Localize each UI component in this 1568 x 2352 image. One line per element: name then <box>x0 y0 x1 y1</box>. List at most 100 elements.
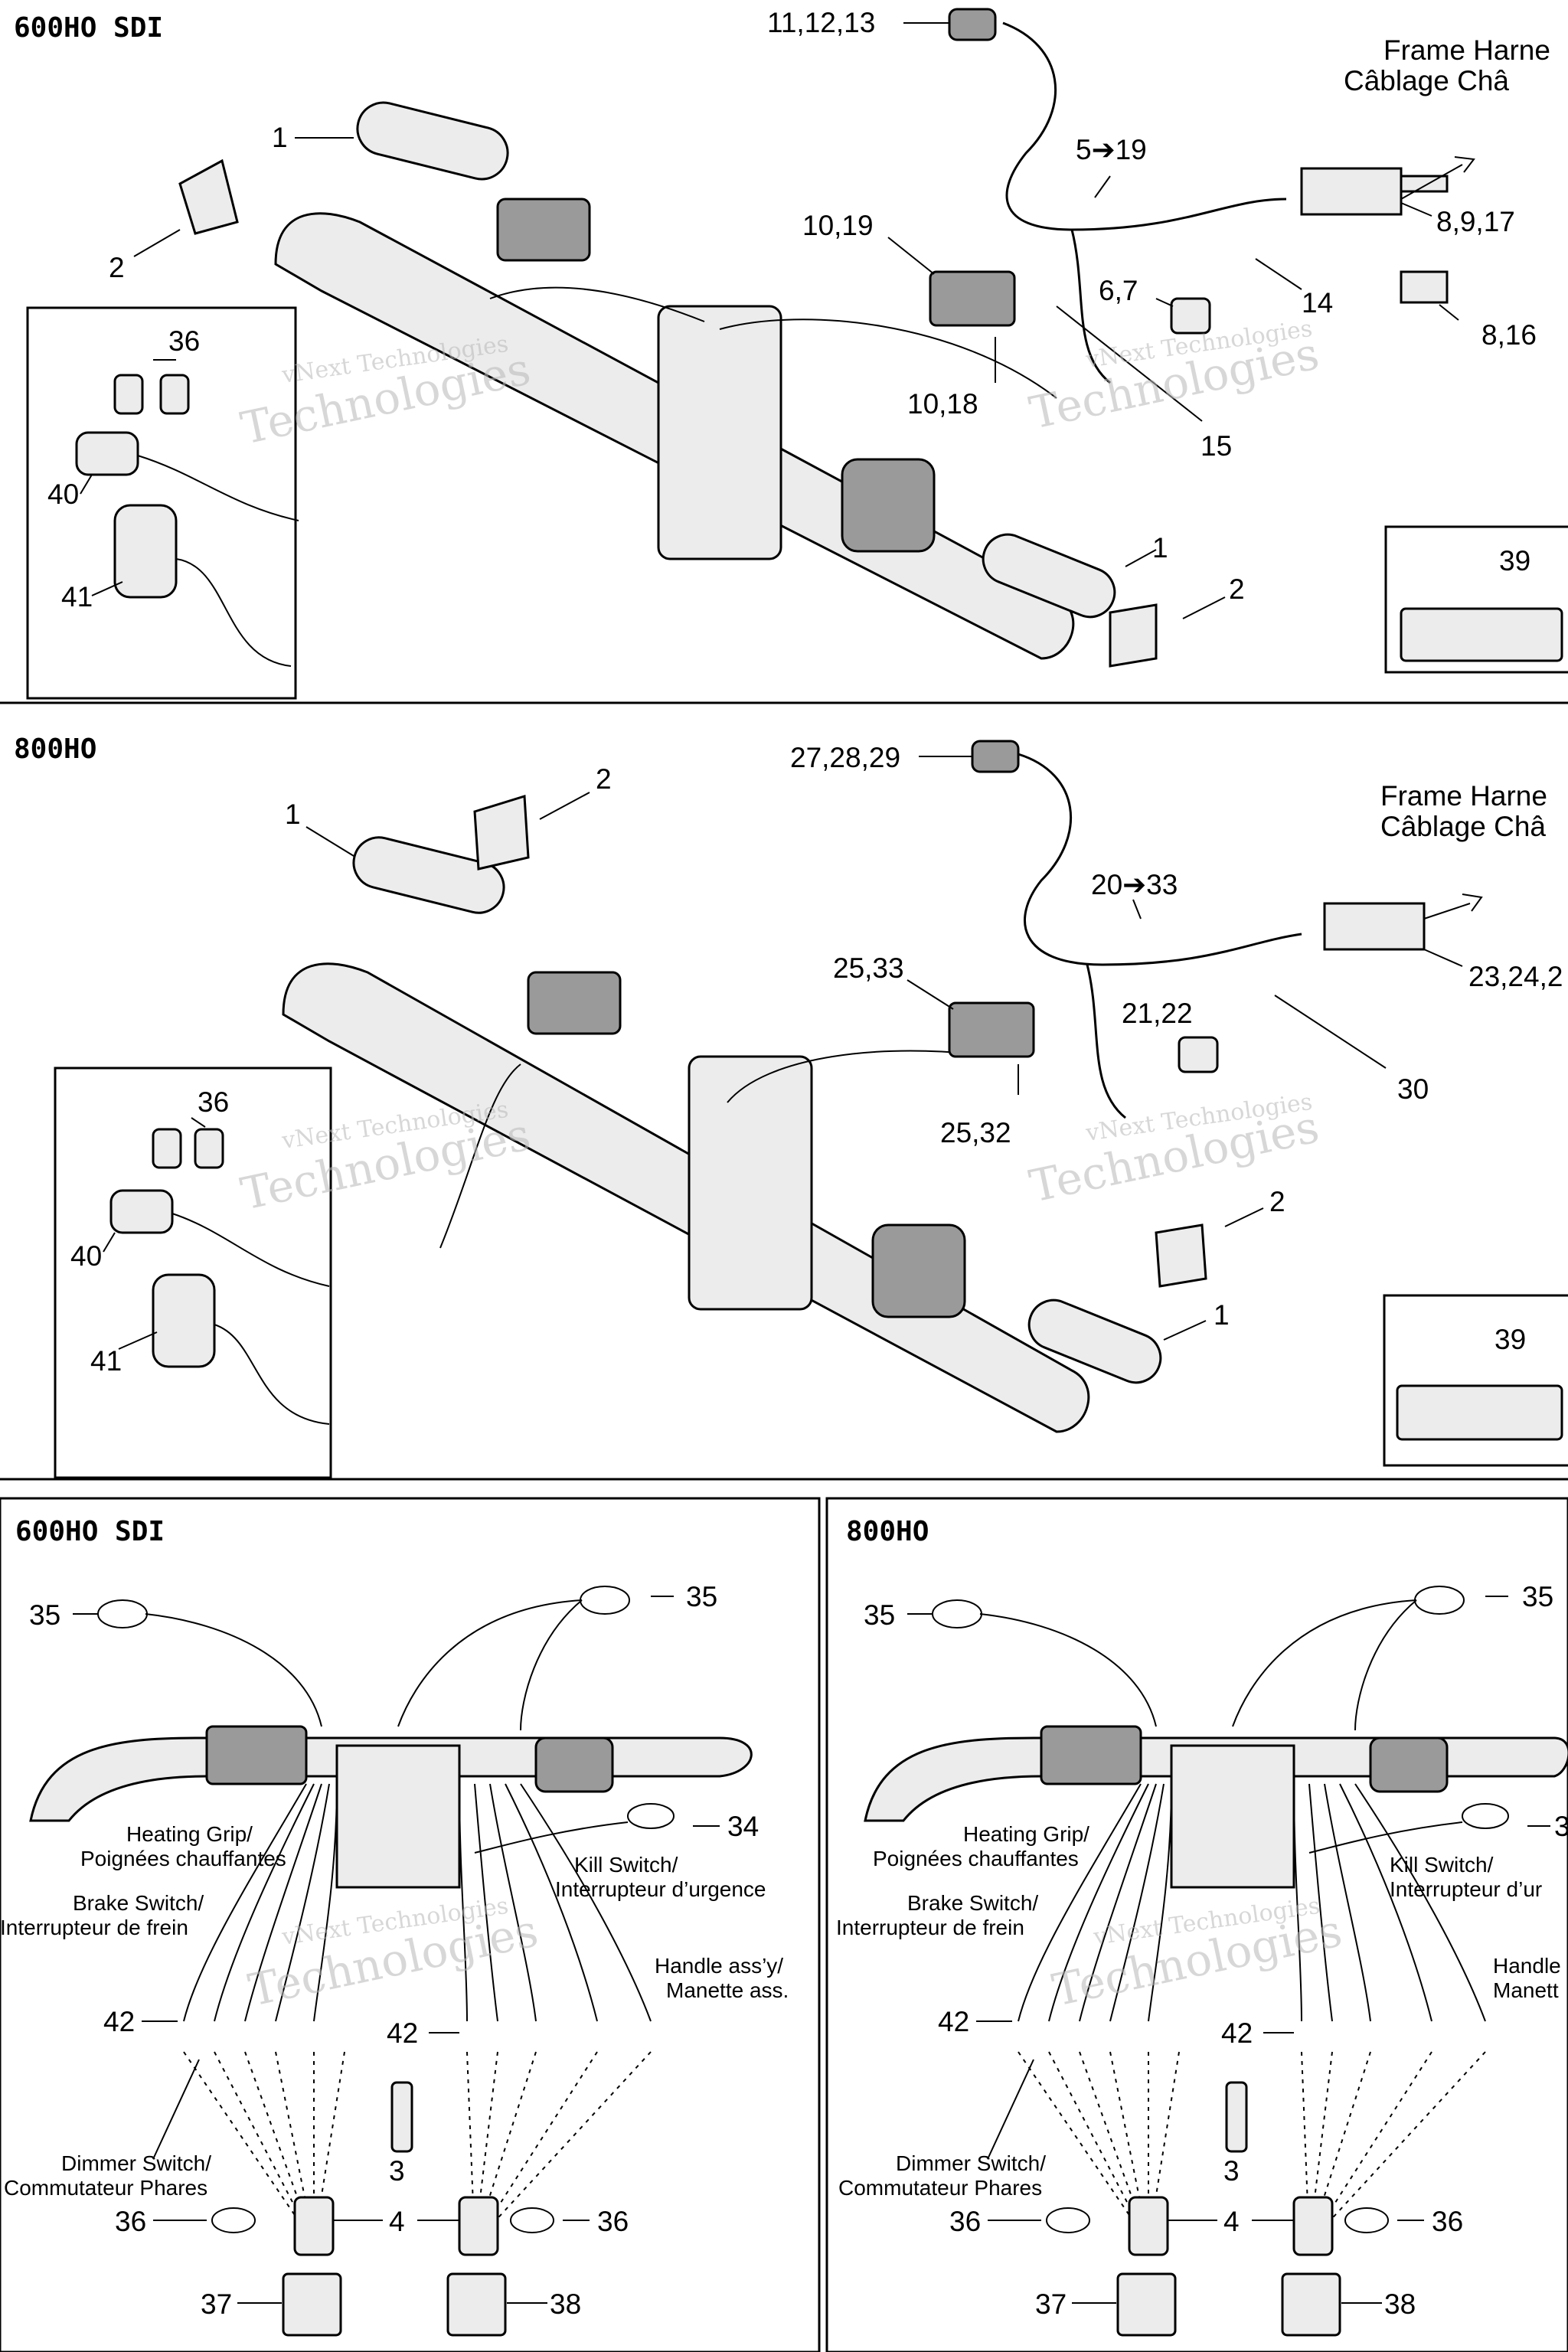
label-commutateur-phares-br: Commutateur Phares <box>838 2176 1042 2200</box>
section-title-br: 800HO <box>846 1516 929 1547</box>
label-41: 41 <box>61 581 93 612</box>
grease-tube-39-mid-part <box>1396 1384 1563 1441</box>
label-36: 36 <box>168 325 200 357</box>
label-interrupteur-urgence-br: Interrupteur d’ur <box>1390 1877 1542 1901</box>
connector-10-19-part <box>929 270 1016 327</box>
harness-branch-wire-mid <box>1086 964 1126 1119</box>
label-36b-bl: 36 <box>597 2206 629 2237</box>
sleeve-3-bl-part <box>390 2081 413 2153</box>
arrow-frame-harness <box>1400 156 1475 200</box>
connector-25-33-part <box>948 1001 1035 1058</box>
harness-main-wire-mid <box>1018 753 1302 966</box>
tie-wrap-35b-br-part <box>1414 1586 1465 1615</box>
arrow-34-br <box>1308 1821 1463 1854</box>
arrow-to-brake <box>489 286 705 322</box>
section-title-mid: 800HO <box>14 733 96 765</box>
leader-1b <box>1125 549 1157 567</box>
label-manette-br: Manett <box>1493 1978 1559 2002</box>
riser-bl-part <box>335 1744 461 1889</box>
arrow-35b-bl-1 <box>397 1599 583 1727</box>
tie-wrap-35a-br-part <box>932 1599 982 1628</box>
label-10-18: 10,18 <box>907 388 978 420</box>
leader-23-24 <box>1423 949 1463 967</box>
label-8-9-17: 8,9,17 <box>1436 206 1515 237</box>
section-title-bl: 600HO SDI <box>15 1516 165 1547</box>
label-34-bl: 34 <box>727 1811 759 1842</box>
tie-wrap-36a-br-part <box>1046 2207 1090 2233</box>
connector-8-16-part <box>1400 270 1449 304</box>
section-bottom-left: 600HO SDI 35 35 34 Heating Grip/ Poignée… <box>0 1516 789 2337</box>
inset-box-39-mid <box>1383 1294 1568 1467</box>
label-15: 15 <box>1200 430 1232 462</box>
label-3-br: 3 <box>1223 2155 1240 2187</box>
switch-41-part <box>113 504 178 599</box>
label-cablage-chassis-mid: Câblage Châ <box>1380 811 1546 842</box>
label-42a-bl: 42 <box>103 2006 135 2037</box>
label-cablage-chassis: Câblage Châ <box>1344 65 1509 96</box>
arrow-to-riser <box>719 318 1057 399</box>
leader-36-mid <box>191 1117 206 1128</box>
tie-wrap-36a-bl-part <box>211 2207 256 2233</box>
switch-41-mid-part <box>152 1273 216 1368</box>
tape-2a-part <box>178 158 239 235</box>
clip-36-part <box>113 374 144 415</box>
label-39-mid: 39 <box>1494 1324 1526 1355</box>
inset-box-top <box>26 306 297 700</box>
label-interrupteur-urgence-bl: Interrupteur d’urgence <box>555 1877 766 1901</box>
label-35a-br: 35 <box>864 1599 895 1631</box>
label-brake-switch-br: Brake Switch/ <box>907 1891 1038 1915</box>
frame-harness-plug-part <box>1400 175 1449 193</box>
connector-38-bl-part <box>446 2272 507 2337</box>
inset-box-mid <box>54 1067 332 1479</box>
leader-2a-mid <box>539 792 590 820</box>
label-dimmer-switch-br: Dimmer Switch/ <box>896 2151 1046 2175</box>
label-1b: 1 <box>1152 532 1168 564</box>
label-36a-bl: 36 <box>115 2206 146 2237</box>
label-10-19: 10,19 <box>802 210 874 241</box>
heating-grip-left-part <box>356 101 509 181</box>
label-38-bl: 38 <box>550 2288 581 2320</box>
section-bottom-right: 800HO 35 35 3 Heating Grip/ Poignées cha… <box>836 1516 1568 2337</box>
riser-block-mid-part <box>688 1055 813 1311</box>
label-23-24: 23,24,2 <box>1468 961 1563 992</box>
label-4-bl: 4 <box>389 2206 405 2237</box>
tie-wrap-36b-br-part <box>1344 2207 1389 2233</box>
label-11-12-13: 11,12,13 <box>767 7 875 38</box>
leader-2b-mid <box>1224 1207 1264 1227</box>
tie-wrap-34-part <box>627 1803 675 1829</box>
brake-master-cylinder-part <box>496 198 591 262</box>
inset-box-39 <box>1384 525 1568 674</box>
heating-grip-right-mid-part <box>1027 1298 1162 1384</box>
tube-4b-bl-part <box>458 2196 499 2256</box>
heating-grip-left-mid-part <box>352 836 505 914</box>
tie-wrap-34-br-part <box>1462 1803 1509 1829</box>
tie-wrap-35a-part <box>97 1599 148 1628</box>
label-41-mid: 41 <box>90 1345 122 1377</box>
brake-master-cylinder-mid-part <box>527 971 622 1035</box>
label-poignees-br: Poignées chauffantes <box>873 1847 1079 1870</box>
harness-branch-wire <box>1070 229 1111 384</box>
label-3-bl: 3 <box>389 2155 405 2187</box>
label-38-br: 38 <box>1384 2288 1416 2320</box>
arrow-dimmer-br <box>987 2059 1034 2160</box>
throttle-housing-part <box>841 458 936 553</box>
sleeve-3-br-part <box>1225 2081 1248 2153</box>
label-37-bl: 37 <box>201 2288 232 2320</box>
section-top-600ho-sdi: 600HO SDI 36 40 41 1 2 1 <box>14 7 1568 700</box>
leader-15 <box>1056 305 1203 422</box>
label-34-br: 3 <box>1554 1811 1568 1842</box>
leader-14 <box>1255 258 1302 290</box>
arrow-frame-harness-mid <box>1423 893 1483 920</box>
switch-41-mid-wire <box>214 1324 330 1425</box>
label-commutateur-phares-bl: Commutateur Phares <box>4 2176 207 2200</box>
arrow-35a-bl <box>145 1613 322 1727</box>
leader-20-33 <box>1132 899 1142 920</box>
leader-10-19 <box>887 237 935 275</box>
leader-40 <box>80 474 93 495</box>
tape-2b-part <box>1109 603 1158 668</box>
label-handle-assy-bl: Handle ass’y/ <box>655 1954 783 1978</box>
wires-left-bundle-br <box>1018 1783 1172 2022</box>
connector-27-28-29-part <box>971 740 1020 773</box>
connector-37-br-part <box>1116 2272 1177 2337</box>
tape-2b-mid-part <box>1155 1223 1207 1288</box>
